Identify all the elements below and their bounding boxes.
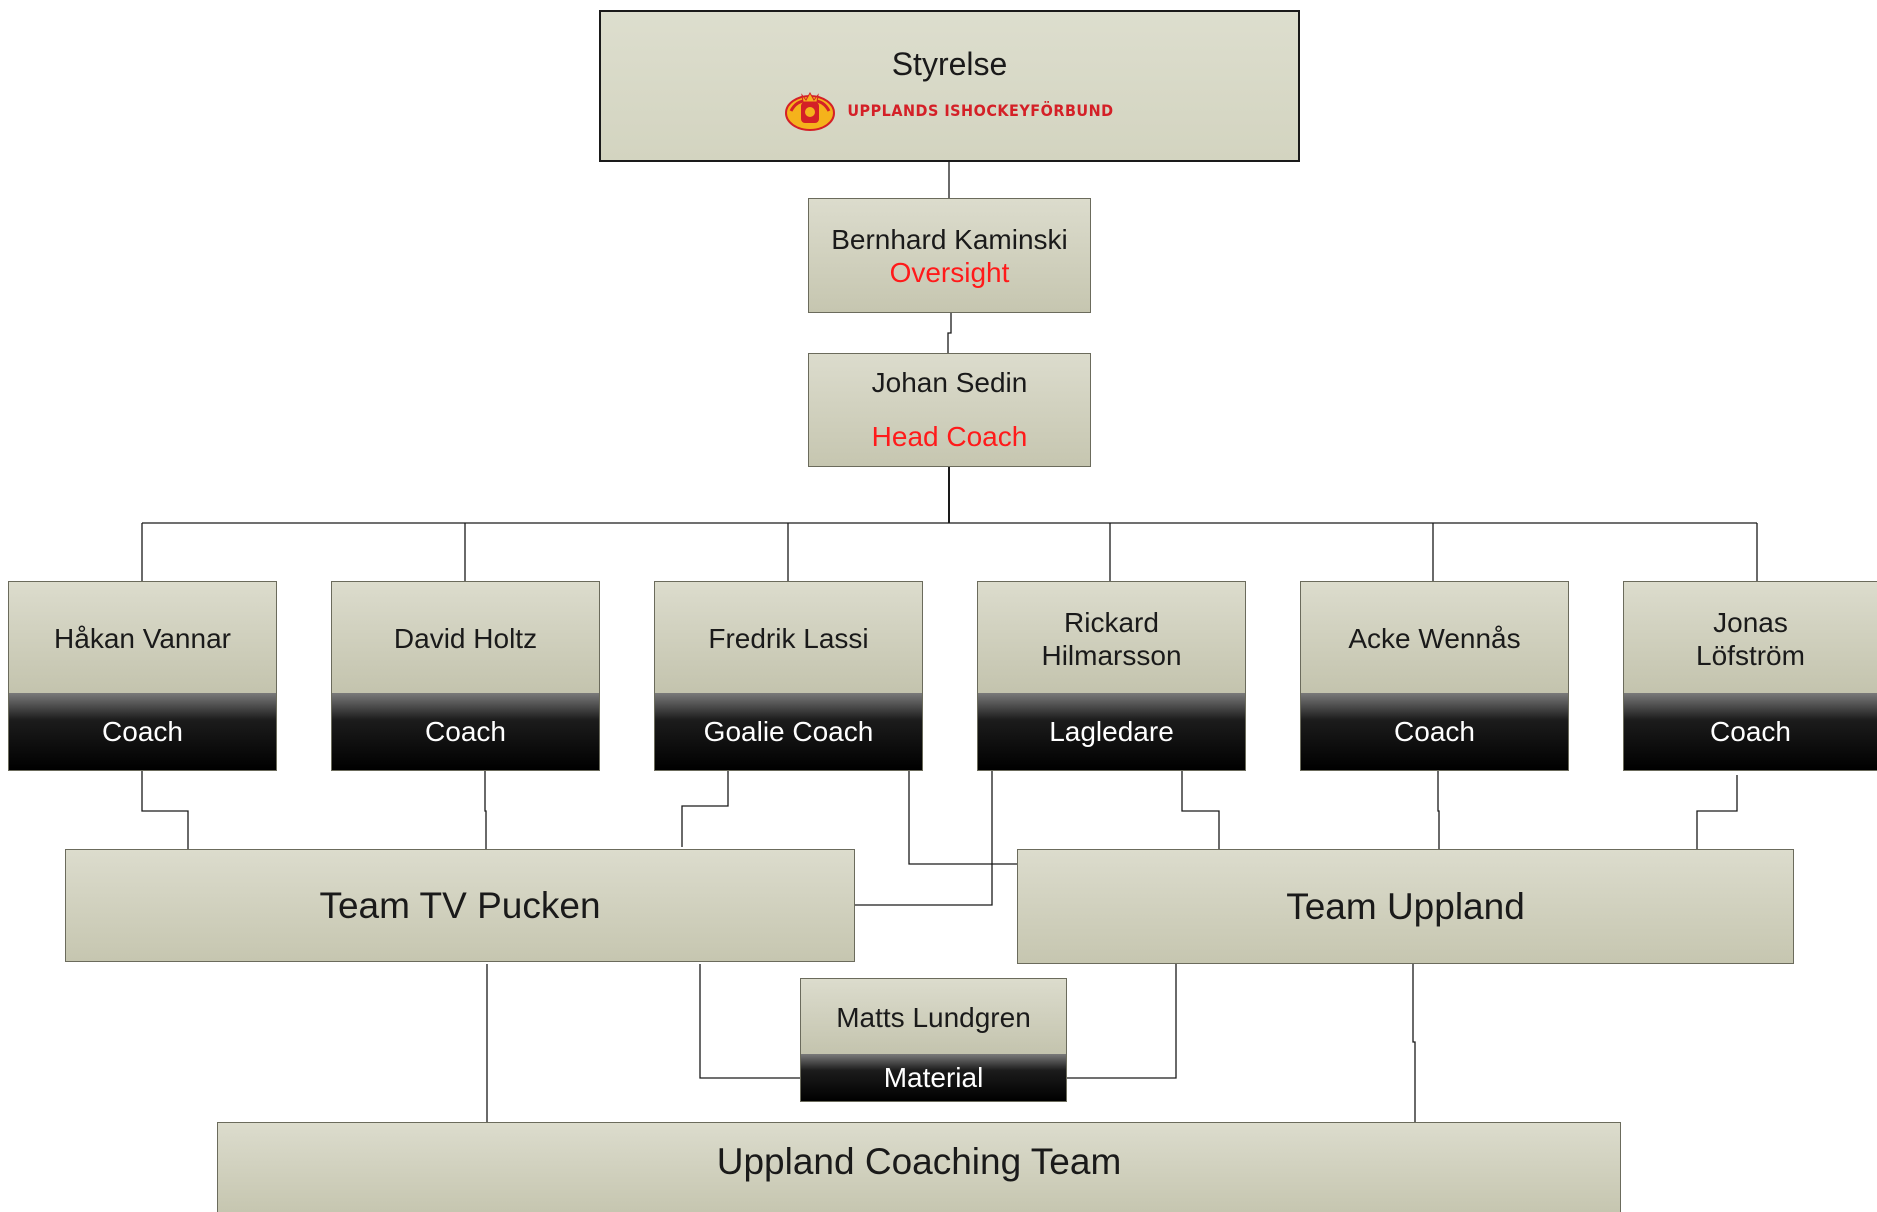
team-uppland-label: Team Uppland [1286, 885, 1525, 927]
staff-name: Håkan Vannar [9, 582, 276, 695]
team-uppland-box: Team Uppland [1017, 849, 1794, 964]
connector-holtz-pucken [484, 771, 487, 849]
connector-hilmarsson-pucken [855, 771, 993, 906]
staff-title: Coach [9, 693, 276, 770]
staff-name: Acke Wennås [1301, 582, 1568, 695]
coaching-team-box: Uppland Coaching Team [217, 1122, 1621, 1212]
staff-name: Jonas Löfström [1624, 582, 1877, 695]
crest-icon [785, 91, 836, 131]
team-tv-pucken-box: Team TV Pucken [65, 849, 855, 962]
connector-lofstrom-uppland [1696, 775, 1738, 849]
logo-text: UPPLANDS ISHOCKEYFÖRBUND [847, 101, 1114, 120]
staff-title: Coach [1624, 693, 1877, 770]
material-title: Material [801, 1054, 1066, 1101]
connector-uppland-material [1067, 964, 1177, 1079]
connector-oversight-headcoach [947, 313, 952, 353]
head-coach-role: Head Coach [871, 421, 1028, 452]
staff-card-holtz: David Holtz Coach [331, 581, 600, 771]
association-logo: UPPLANDS ISHOCKEYFÖRBUND [785, 89, 1113, 133]
staff-card-hilmarsson: Rickard Hilmarsson Lagledare [977, 581, 1246, 771]
staff-card-wennas: Acke Wennås Coach [1300, 581, 1569, 771]
oversight-box: Bernhard Kaminski Oversight [808, 198, 1091, 313]
staff-name: David Holtz [332, 582, 599, 695]
oversight-role: Oversight [889, 256, 1010, 288]
staff-title: Coach [1301, 693, 1568, 770]
coaching-team-label: Uppland Coaching Team [716, 1141, 1122, 1182]
staff-title: Goalie Coach [655, 693, 922, 770]
staff-card-lassi: Fredrik Lassi Goalie Coach [654, 581, 923, 771]
connector-uppland-coaching [1412, 964, 1416, 1122]
connector-lassi-uppland [908, 771, 1017, 865]
connector-hilmarsson-uppland [1181, 771, 1220, 849]
connector-vannar-pucken [141, 771, 189, 849]
connector-lassi-pucken [681, 771, 729, 847]
board-box: Styrelse UPPLANDS ISHOCKEYFÖRBUND [599, 10, 1300, 162]
staff-name: Rickard Hilmarsson [978, 582, 1245, 695]
team-tv-pucken-label: Team TV Pucken [319, 884, 601, 926]
board-title: Styrelse [891, 45, 1008, 82]
staff-name: Fredrik Lassi [655, 582, 922, 695]
connector-pucken-material [699, 964, 800, 1079]
staff-card-lofstrom: Jonas Löfström Coach [1623, 581, 1877, 771]
oversight-name: Bernhard Kaminski [831, 223, 1068, 255]
head-coach-name: Johan Sedin [871, 367, 1028, 398]
material-name: Matts Lundgren [801, 979, 1066, 1056]
connector-wennas-uppland [1437, 771, 1440, 849]
head-coach-box: Johan Sedin Head Coach [808, 353, 1091, 467]
material-card: Matts Lundgren Material [800, 978, 1067, 1102]
staff-title: Lagledare [978, 693, 1245, 770]
staff-card-vannar: Håkan Vannar Coach [8, 581, 277, 771]
staff-title: Coach [332, 693, 599, 770]
